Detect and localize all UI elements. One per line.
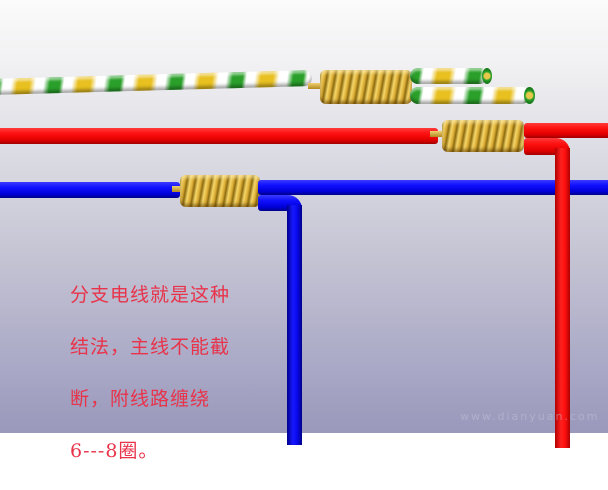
ground-copper-core (308, 83, 328, 89)
caption-line-1: 分支电线就是这种 (70, 284, 231, 306)
ground-wire-end-lower (524, 87, 535, 104)
red-wire-branch-vertical (555, 148, 570, 448)
red-splice-coil (442, 120, 524, 152)
blue-wire-branch-vertical (287, 205, 302, 445)
caption-line-3: 断，附线路缠绕 (70, 388, 211, 410)
ground-wire-branch (410, 87, 530, 104)
ground-wire-stub-upper (410, 68, 488, 84)
blue-wire-main-right (258, 180, 608, 195)
blue-splice-coil (180, 175, 260, 207)
ground-wire-main (0, 70, 313, 95)
red-wire-main-right (524, 123, 608, 138)
ground-splice-coil (320, 70, 412, 104)
red-copper-core (430, 131, 450, 137)
caption-line-4: 6---8圈。 (70, 440, 159, 462)
instruction-caption: 分支电线就是这种 结法，主线不能截 断，附线路缠绕 6---8圈。 (70, 256, 290, 490)
ground-wire-end-upper (482, 68, 492, 84)
caption-line-2: 结法，主线不能截 (70, 336, 231, 358)
watermark: www.dianyuan.com (460, 410, 600, 423)
wire-splicing-illustration: 分支电线就是这种 结法，主线不能截 断，附线路缠绕 6---8圈。 www.di… (0, 0, 608, 462)
blue-wire-main-left (0, 182, 180, 198)
red-wire-main-left (0, 128, 438, 144)
